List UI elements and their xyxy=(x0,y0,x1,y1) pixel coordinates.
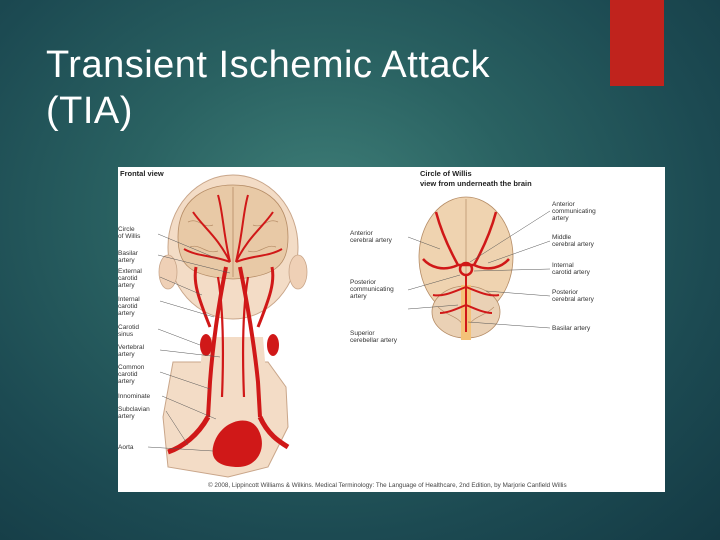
label-internal-carotid-1: Internal xyxy=(118,296,140,303)
label-common-carotid-1: Common xyxy=(118,364,145,371)
label-middle-cerebral-2: cerebral artery xyxy=(552,241,595,248)
label-anterior-cerebral-1: Anterior xyxy=(350,230,374,237)
label-carotid-sinus-1: Carotid xyxy=(118,324,139,331)
label-internal-carotid-2: carotid xyxy=(118,303,138,310)
label-basilar-artery-1: Basilar xyxy=(118,250,139,257)
label-vertebral-artery-2: artery xyxy=(118,351,135,358)
label-internal-carotid-right-2: carotid artery xyxy=(552,269,591,276)
willis-header-line-1: Circle of Willis xyxy=(420,169,472,178)
label-middle-cerebral-1: Middle xyxy=(552,234,572,241)
label-external-carotid-2: carotid xyxy=(118,275,138,282)
accent-bar xyxy=(610,0,664,86)
label-superior-cerebellar-1: Superior xyxy=(350,330,375,337)
label-posterior-communicating-1: Posterior xyxy=(350,279,377,286)
label-circle-of-willis-2: of Willis xyxy=(118,233,141,240)
label-basilar-artery-right: Basilar artery xyxy=(552,325,591,332)
label-common-carotid-3: artery xyxy=(118,378,135,385)
slide-title: Transient Ischemic Attack (TIA) xyxy=(46,42,606,134)
label-subclavian-2: artery xyxy=(118,413,135,420)
label-basilar-artery-2: artery xyxy=(118,257,135,264)
figure-credit: © 2008, Lippincott Williams & Wilkins. M… xyxy=(208,481,567,489)
label-external-carotid-3: artery xyxy=(118,282,135,289)
label-subclavian-1: Subclavian xyxy=(118,406,150,413)
label-anterior-cerebral-2: cerebral artery xyxy=(350,237,393,244)
label-superior-cerebellar-2: cerebellar artery xyxy=(350,337,398,344)
label-circle-of-willis-1: Circle xyxy=(118,226,135,233)
label-anterior-communicating-1: Anterior xyxy=(552,201,576,208)
label-carotid-sinus-2: sinus xyxy=(118,331,134,338)
title-line-2: (TIA) xyxy=(46,90,133,132)
label-vertebral-artery-1: Vertebral xyxy=(118,344,145,351)
frontal-head-drawing xyxy=(147,174,308,478)
anatomy-figure: Frontal view Circle of Willis view from … xyxy=(118,167,665,492)
label-common-carotid-2: carotid xyxy=(118,371,138,378)
label-posterior-communicating-2: communicating xyxy=(350,286,394,293)
circle-of-willis-drawing xyxy=(407,196,551,340)
label-anterior-communicating-3: artery xyxy=(552,215,569,222)
label-anterior-communicating-2: communicating xyxy=(552,208,596,215)
title-line-1: Transient Ischemic Attack xyxy=(46,44,491,86)
willis-header-line-2: view from underneath the brain xyxy=(420,179,532,188)
label-posterior-cerebral-2: cerebral artery xyxy=(552,296,595,303)
label-innominate: Innominate xyxy=(118,393,151,400)
label-aorta: Aorta xyxy=(118,444,134,451)
frontal-view-header: Frontal view xyxy=(120,169,164,178)
label-posterior-cerebral-1: Posterior xyxy=(552,289,579,296)
anatomy-illustration: Frontal view Circle of Willis view from … xyxy=(118,169,596,489)
label-external-carotid-1: External xyxy=(118,268,142,275)
label-internal-carotid-right-1: Internal xyxy=(552,262,574,269)
label-posterior-communicating-3: artery xyxy=(350,293,367,300)
label-internal-carotid-3: artery xyxy=(118,310,135,317)
